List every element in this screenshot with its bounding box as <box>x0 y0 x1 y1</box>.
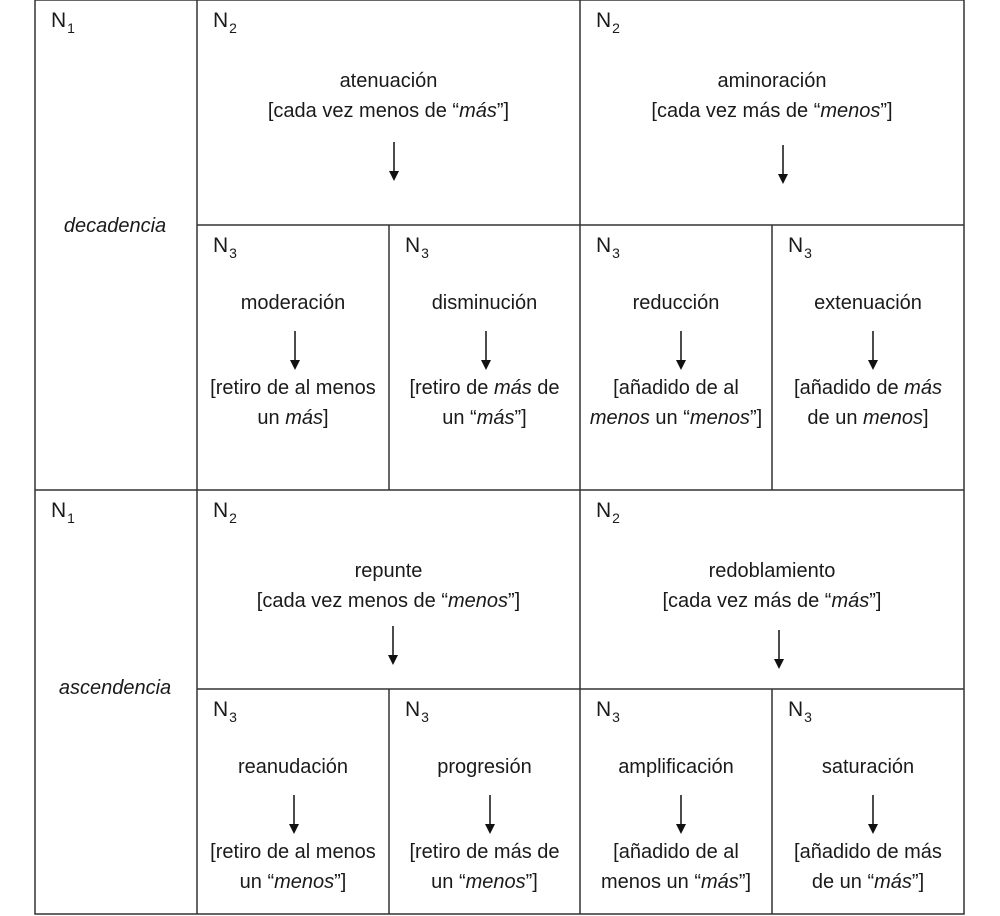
down-arrow-icon <box>290 331 300 370</box>
progresion-title: progresión <box>437 756 532 778</box>
redoblamiento-title: redoblamiento <box>708 560 836 582</box>
reanudacion-desc: [retiro de al menos un “menos”] <box>210 841 376 893</box>
disminucion-title: disminución <box>431 292 538 314</box>
down-arrow-icon <box>676 795 686 834</box>
level-label-n1: N1 <box>51 499 75 526</box>
down-arrow-icon <box>388 626 398 665</box>
n3-cell-moderacion: N3 moderación [retiro de al menos un más… <box>197 225 389 490</box>
saturacion-title: saturación <box>821 756 915 778</box>
n2-cell-repunte: N2 repunte [cada vez menos de “menos”] <box>197 490 580 689</box>
extenuacion-desc: [añadido de más de un menos] <box>794 377 942 429</box>
reduccion-title: reducción <box>632 292 720 314</box>
n3-cell-saturacion: N3 saturación [añadido de más de un “más… <box>772 689 964 914</box>
atenuacion-text: atenuación [cada vez menos de “más”] <box>197 66 580 126</box>
n3-cell-progresion: N3 progresión [retiro de más de un “meno… <box>389 689 580 914</box>
level-label-n3: N3 <box>788 698 812 725</box>
level-label-n3: N3 <box>596 698 620 725</box>
moderacion-desc: [retiro de al menos un más] <box>210 377 376 429</box>
aminoracion-text: aminoración [cada vez más de “menos”] <box>580 66 964 126</box>
n3-cell-reduccion: N3 reducción [añadido de al menos un “me… <box>580 225 772 490</box>
reanudacion-title: reanudación <box>237 756 349 778</box>
atenuacion-title: atenuación <box>339 70 438 92</box>
aminoracion-title: aminoración <box>717 70 827 92</box>
level-label-n2: N2 <box>213 9 237 36</box>
amplificacion-desc: [añadido de al menos un “más”] <box>600 841 752 893</box>
progresion-desc: [retiro de más de un “menos”] <box>409 841 560 893</box>
level-label-n3: N3 <box>788 234 812 261</box>
down-arrow-icon <box>868 331 878 370</box>
saturacion-desc: [añadido de más de un “más”] <box>794 841 942 893</box>
n3-cell-disminucion: N3 disminución [retiro de más de un “más… <box>389 225 580 490</box>
reduccion-desc: [añadido de al menos un “menos”] <box>589 377 763 429</box>
atenuacion-desc: [cada vez menos de “más”] <box>267 100 510 122</box>
level-label-n2: N2 <box>213 499 237 526</box>
down-arrow-icon <box>774 630 784 669</box>
redoblamiento-text: redoblamiento [cada vez más de “más”] <box>580 556 964 616</box>
level-label-n2: N2 <box>596 499 620 526</box>
n2-cell-atenuacion: N2 atenuación [cada vez menos de “más”] <box>197 0 580 225</box>
repunte-title: repunte <box>354 560 423 582</box>
n3-cell-amplificacion: N3 amplificación [añadido de al menos un… <box>580 689 772 914</box>
down-arrow-icon <box>481 331 491 370</box>
level-label-n3: N3 <box>596 234 620 261</box>
level-label-n3: N3 <box>405 234 429 261</box>
redoblamiento-desc: [cada vez más de “más”] <box>662 590 882 612</box>
ascendencia-label: ascendencia <box>58 677 172 699</box>
down-arrow-icon <box>485 795 495 834</box>
repunte-text: repunte [cada vez menos de “menos”] <box>197 556 580 616</box>
decadencia-label: decadencia <box>63 215 167 237</box>
extenuacion-title: extenuación <box>814 292 922 314</box>
level-label-n2: N2 <box>596 9 620 36</box>
n3-cell-reanudacion: N3 reanudación [retiro de al menos un “m… <box>197 689 389 914</box>
level-label-n3: N3 <box>213 698 237 725</box>
down-arrow-icon <box>389 142 399 181</box>
down-arrow-icon <box>289 795 299 834</box>
level-label-n1: N1 <box>51 9 75 36</box>
n1-cell-ascendencia: N1 ascendencia <box>35 490 197 914</box>
moderacion-title: moderación <box>240 292 346 314</box>
down-arrow-icon <box>676 331 686 370</box>
n2-cell-aminoracion: N2 aminoración [cada vez más de “menos”] <box>580 0 964 225</box>
n3-cell-extenuacion: N3 extenuación [añadido de más de un men… <box>772 225 964 490</box>
repunte-desc: [cada vez menos de “menos”] <box>256 590 521 612</box>
down-arrow-icon <box>778 145 788 184</box>
disminucion-desc: [retiro de más de un “más”] <box>409 377 560 429</box>
down-arrow-icon <box>868 795 878 834</box>
aminoracion-desc: [cada vez más de “menos”] <box>651 100 893 122</box>
n1-cell-decadencia: N1 decadencia <box>35 0 197 490</box>
n2-cell-redoblamiento: N2 redoblamiento [cada vez más de “más”] <box>580 490 964 689</box>
level-label-n3: N3 <box>405 698 429 725</box>
amplificacion-title: amplificación <box>618 756 734 778</box>
level-label-n3: N3 <box>213 234 237 261</box>
